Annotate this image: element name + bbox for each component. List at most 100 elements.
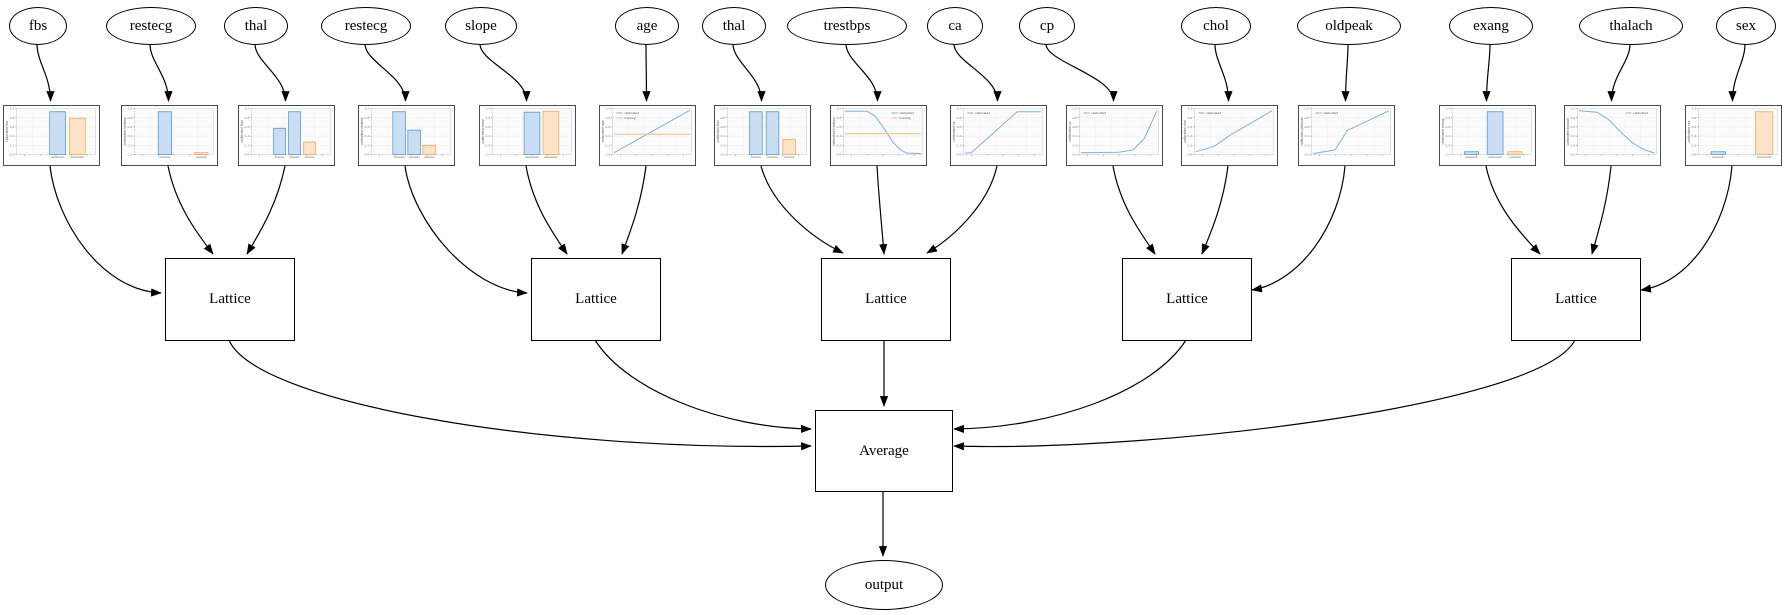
feature-ellipse-restecg-2: restecg [106, 7, 196, 45]
edge-f01-c01 [36, 43, 55, 102]
y-axis-label: calibrated oldpeak [1300, 117, 1304, 146]
edge-c07-l3 [760, 165, 844, 254]
lattice-label: Lattice [575, 291, 617, 307]
y-tick-label: 0.6 [1073, 125, 1078, 129]
feature-ellipse-thal-3: thal [224, 7, 288, 45]
x-tick-label [393, 156, 405, 158]
edge-c15-l5 [1640, 165, 1733, 293]
y-tick-label: 0.0 [837, 153, 842, 157]
average-label: Average [859, 442, 909, 459]
bar-calibrated [288, 111, 301, 155]
x-tick-label [70, 156, 85, 158]
bar-missing [194, 152, 209, 155]
bar-calibrated [157, 111, 173, 155]
edge-f07-c07 [732, 43, 766, 102]
y-tick-label: 1.0 [365, 107, 370, 111]
y-tick-label: 0.0 [957, 153, 962, 157]
y-tick-label: 0.8 [365, 116, 370, 120]
y-tick-label: 0.0 [128, 153, 133, 157]
y-tick-label: 0.6 [486, 125, 491, 129]
feature-ellipse-thal-7: thal [702, 7, 766, 45]
y-tick-label: 0.4 [245, 134, 250, 138]
y-axis-label: calibrated ca [952, 121, 956, 141]
bar-missing [303, 141, 316, 155]
feature-label: restecg [129, 17, 173, 34]
bar-calibrated [392, 111, 406, 155]
edge-f03-c03 [254, 43, 290, 102]
bar-calibrated [407, 129, 421, 155]
x-tick-label [1488, 156, 1503, 158]
feature-ellipse-slope-5: slope [445, 7, 517, 45]
y-axis-label: calibrated restecg [123, 117, 127, 145]
edge-f11-c11 [1214, 43, 1233, 102]
y-tick-label: 0.6 [1571, 125, 1576, 129]
y-tick-label: 0.2 [1571, 143, 1576, 147]
edge-l4-avg [953, 339, 1187, 433]
output-ellipse: output [825, 560, 943, 610]
feature-ellipse-oldpeak-12: oldpeak [1297, 7, 1401, 45]
y-tick-label: 0.2 [1692, 143, 1697, 147]
feature-label: ca [948, 17, 962, 34]
y-tick-label: 0.8 [486, 116, 491, 120]
bar-calibrated [1486, 111, 1504, 155]
x-tick-label [1712, 156, 1725, 158]
edge-c10-l4 [1112, 165, 1156, 255]
y-tick-label: 1.0 [606, 107, 611, 111]
legend-label: calibrated [975, 111, 990, 115]
y-tick-label: 0.8 [837, 116, 842, 120]
y-tick-label: 0.8 [721, 116, 726, 120]
edge-l5-avg [953, 339, 1576, 451]
x-tick-label [50, 156, 65, 158]
legend-label: calibrated [899, 111, 914, 115]
edge-f12-c12 [1341, 43, 1350, 102]
x-tick-label [159, 156, 171, 158]
line-calibrated [613, 109, 691, 154]
line-calibrated [965, 111, 1041, 154]
lattice-label: Lattice [1166, 291, 1208, 307]
line-calibrated [1081, 110, 1158, 154]
y-tick-label: 0.4 [1692, 134, 1697, 138]
y-tick-label: 1.0 [837, 107, 842, 111]
line-calibrated [1579, 110, 1656, 154]
bar-missing [422, 144, 436, 155]
y-tick-label: 0.0 [606, 153, 611, 157]
y-tick-label: 0.4 [837, 134, 842, 138]
edge-c02-l1 [167, 165, 214, 255]
y-tick-label: 0.2 [1188, 143, 1193, 147]
y-axis-label: calibrated cp [1068, 121, 1072, 141]
x-tick-label [304, 156, 315, 158]
y-tick-label: 0.0 [1073, 153, 1078, 157]
y-tick-label: 0.4 [1188, 134, 1193, 138]
y-tick-label: 0.2 [486, 143, 491, 147]
y-tick-label: 0.6 [1305, 125, 1310, 129]
edge-c08-l3 [876, 165, 888, 255]
x-tick-label [544, 156, 558, 158]
y-tick-label: 0.6 [837, 125, 842, 129]
y-tick-label: 0.4 [365, 134, 370, 138]
y-tick-label: 1.0 [245, 107, 250, 111]
y-axis-label: calibrated thal [240, 120, 244, 143]
legend-label: missing [624, 116, 636, 120]
y-tick-label: 0.4 [1305, 134, 1310, 138]
x-tick-label [274, 156, 285, 158]
y-axis-label: calibrated thalach [1566, 117, 1570, 145]
feature-label: slope [465, 17, 497, 34]
y-tick-label: 0.8 [10, 116, 15, 120]
lattice-label: Lattice [209, 291, 251, 307]
y-axis-label: calibrated sex [1687, 120, 1691, 142]
feature-label: sex [1736, 17, 1756, 34]
y-tick-label: 0.0 [721, 153, 726, 157]
y-tick-label: 0.8 [1305, 116, 1310, 120]
